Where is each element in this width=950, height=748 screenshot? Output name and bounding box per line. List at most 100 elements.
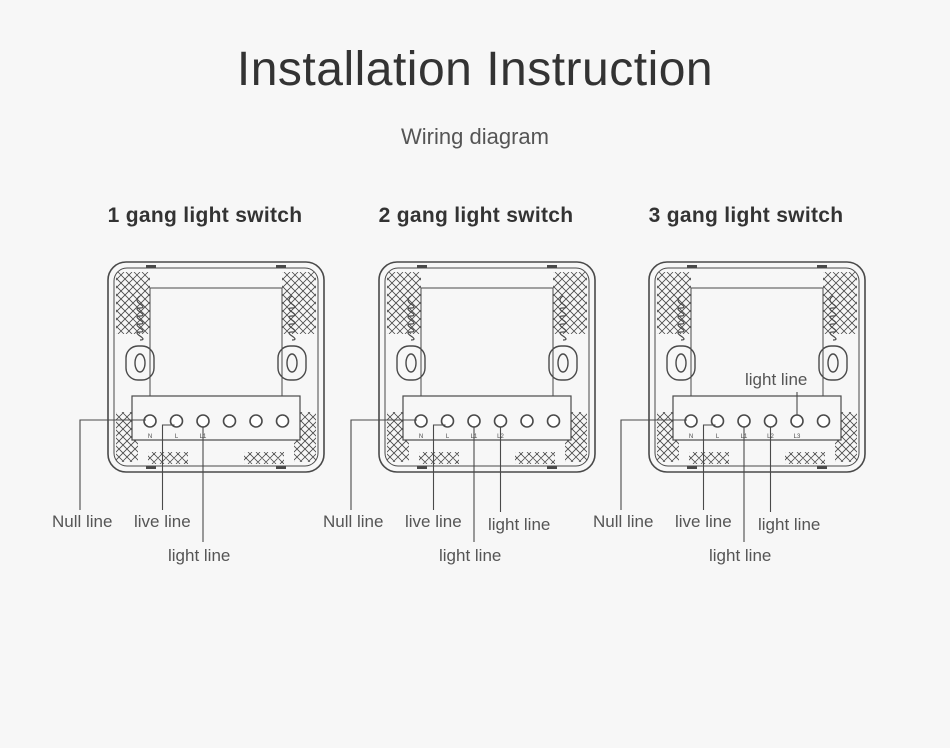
terminal-label: N	[689, 434, 693, 440]
terminal-N	[684, 414, 698, 428]
plate-inner-outline	[113, 267, 319, 467]
hatch-pattern	[657, 412, 679, 462]
screw-housing	[125, 345, 155, 381]
null-wire	[620, 419, 687, 510]
tab	[547, 265, 557, 268]
screw-hole	[557, 353, 569, 373]
spring	[288, 295, 296, 341]
light-line-1-label: light line	[168, 546, 231, 565]
live-wire	[161, 424, 175, 510]
spring	[559, 295, 567, 341]
hatch-pattern	[244, 452, 284, 464]
terminal-label: L	[716, 434, 720, 440]
screw-hole	[675, 353, 687, 373]
light-line-2-label: light line	[758, 515, 821, 534]
terminal-blank	[816, 414, 831, 428]
screw-housing	[277, 345, 307, 381]
spring	[407, 295, 415, 341]
hatch-pattern	[419, 452, 459, 464]
hatch-pattern	[785, 452, 825, 464]
terminal-L1	[737, 414, 751, 428]
hatch-pattern	[387, 272, 421, 334]
screw-hole	[827, 353, 839, 373]
tab	[276, 466, 286, 469]
terminal-L1	[467, 414, 481, 428]
terminal-block	[672, 395, 842, 441]
spring	[677, 295, 685, 341]
terminal-N	[414, 414, 428, 428]
tab	[146, 265, 156, 268]
null-wire	[350, 419, 417, 510]
terminal-label: L	[175, 434, 179, 440]
terminal-L	[710, 414, 725, 428]
terminal-L2	[763, 414, 778, 428]
terminal-blank	[222, 414, 237, 428]
terminal-blank	[275, 414, 290, 428]
plate-outline	[378, 261, 596, 473]
null-line-label: Null line	[52, 512, 113, 531]
light-line-2-label: light line	[488, 515, 551, 534]
terminal-N	[143, 414, 157, 428]
terminal-label: L3	[794, 434, 801, 440]
screw-housing	[396, 345, 426, 381]
page-subtitle: Wiring diagram	[401, 124, 549, 149]
tab	[276, 265, 286, 268]
screw-housing	[548, 345, 578, 381]
hatch-pattern	[835, 412, 857, 462]
tab	[817, 466, 827, 469]
hatch-pattern	[565, 412, 587, 462]
terminal-blank	[546, 414, 561, 428]
screw-housing	[666, 345, 696, 381]
light-line-1-label: light line	[709, 546, 772, 565]
hatch-pattern	[387, 412, 409, 462]
hatch-pattern	[515, 452, 555, 464]
null-wire	[79, 419, 146, 510]
screw-hole	[134, 353, 146, 373]
screw-housing	[818, 345, 848, 381]
plate-outline	[648, 261, 866, 473]
screw-hole	[405, 353, 417, 373]
spring	[829, 295, 837, 341]
terminal-L3	[790, 414, 804, 428]
live-line-label: live line	[405, 512, 462, 531]
terminal-blank	[249, 414, 263, 428]
live-wire	[702, 424, 716, 510]
light-line-3-label: light line	[745, 370, 808, 389]
diagram-heading: 2 gang light switch	[378, 204, 574, 227]
inner-panel	[149, 287, 283, 397]
spring	[136, 295, 144, 341]
tab	[817, 265, 827, 268]
live-line-label: live line	[675, 512, 732, 531]
page-title: Installation Instruction	[236, 43, 714, 96]
tab	[687, 265, 697, 268]
hatch-pattern	[657, 272, 691, 334]
plate-outline	[107, 261, 325, 473]
hatch-pattern	[116, 272, 150, 334]
tab	[417, 265, 427, 268]
terminal-L1	[196, 414, 210, 428]
tab	[547, 466, 557, 469]
plate-inner-outline	[654, 267, 860, 467]
diagram-heading: 3 gang light switch	[648, 204, 844, 227]
hatch-pattern	[148, 452, 188, 464]
tab	[687, 466, 697, 469]
tab	[417, 466, 427, 469]
live-wire	[432, 424, 446, 510]
terminal-L	[169, 414, 184, 428]
hatch-pattern	[823, 272, 857, 334]
terminal-label: L	[446, 434, 450, 440]
hatch-pattern	[116, 412, 138, 462]
terminal-label: N	[148, 434, 152, 440]
null-line-label: Null line	[593, 512, 654, 531]
hatch-pattern	[689, 452, 729, 464]
null-line-label: Null line	[323, 512, 384, 531]
tab	[146, 466, 156, 469]
inner-panel	[420, 287, 554, 397]
